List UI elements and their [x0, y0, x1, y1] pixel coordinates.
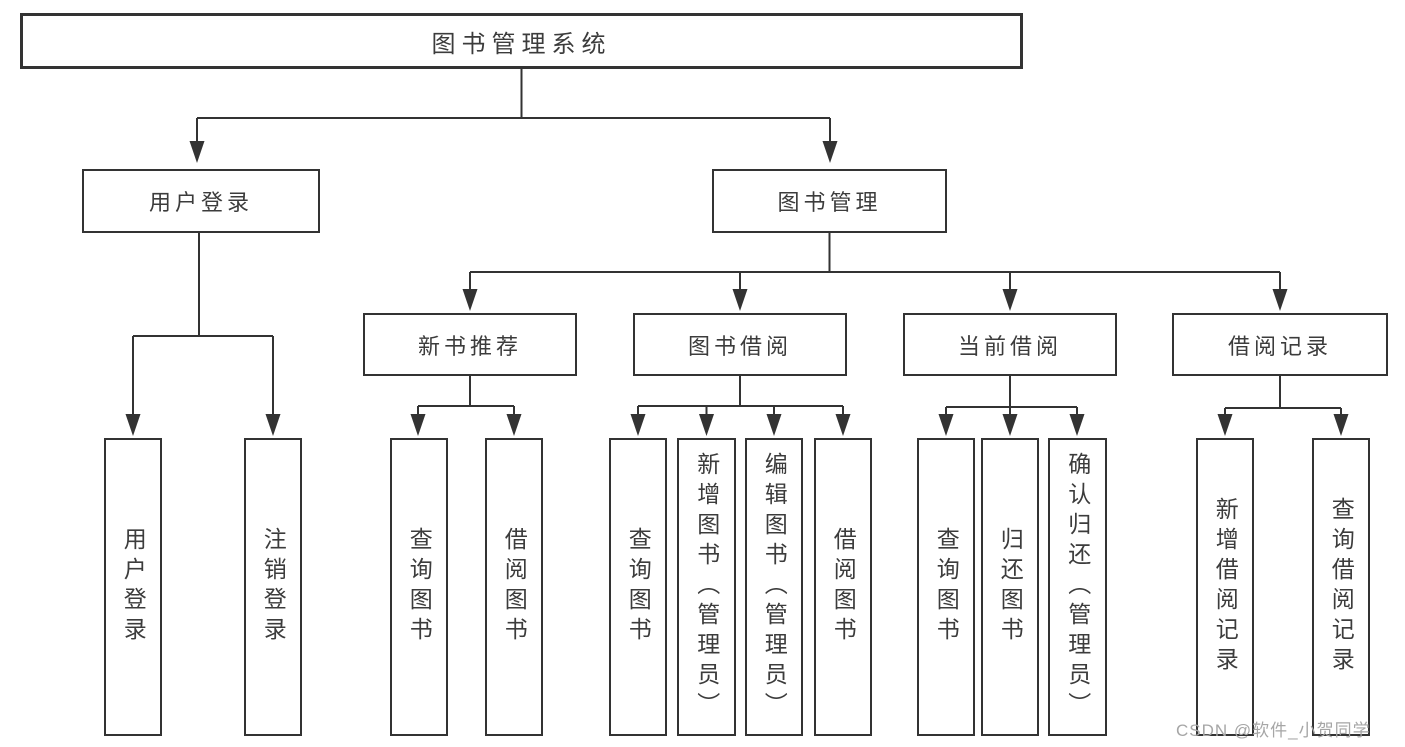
node-label: 归还图书	[997, 527, 1024, 647]
node-label: 借阅图书	[830, 527, 857, 647]
node-book-borrow: 图书借阅	[633, 313, 847, 376]
connector-user-login-to-leaves	[125, 233, 281, 436]
leaf-logout: 注销登录	[244, 438, 302, 736]
connector-root-to-level2	[189, 69, 838, 163]
arrowhead	[265, 414, 281, 436]
node-library-management-system: 图书管理系统	[20, 13, 1023, 69]
arrowhead	[766, 414, 782, 436]
arrowhead	[822, 141, 838, 163]
leaf-query-books-borrow: 查询图书	[609, 438, 667, 736]
connector-book-management-to-level3	[462, 233, 1288, 311]
arrowhead	[835, 414, 851, 436]
node-label: 新增图书（管理员）	[693, 452, 720, 722]
arrowhead	[462, 289, 478, 311]
csdn-watermark: CSDN @软件_小贺同学	[1176, 721, 1371, 740]
arrowhead	[630, 414, 646, 436]
node-label: 借阅记录	[1227, 333, 1332, 359]
leaf-edit-book-admin: 编辑图书（管理员）	[745, 438, 803, 736]
leaf-add-borrow-record: 新增借阅记录	[1196, 438, 1254, 736]
node-label: 注销登录	[260, 527, 287, 647]
leaf-add-book-admin: 新增图书（管理员）	[677, 438, 736, 736]
leaf-borrow-books-recommend: 借阅图书	[485, 438, 543, 736]
arrowhead	[938, 414, 954, 436]
arrowhead	[1002, 414, 1018, 436]
node-label: 借阅图书	[501, 527, 528, 647]
node-label: 图书管理	[777, 190, 882, 215]
node-current-borrow: 当前借阅	[903, 313, 1117, 376]
connector-current-borrow-to-leaves	[938, 376, 1085, 436]
node-label: 查询图书	[406, 527, 433, 647]
leaf-query-books-recommend: 查询图书	[390, 438, 448, 736]
arrowhead	[1069, 414, 1085, 436]
arrowhead	[1333, 414, 1349, 436]
node-label: 查询借阅记录	[1328, 497, 1355, 677]
node-label: 图书借阅	[687, 333, 792, 359]
arrowhead	[1002, 289, 1018, 311]
node-book-management: 图书管理	[712, 169, 947, 233]
node-label: 用户登录	[148, 190, 253, 215]
arrowhead	[699, 414, 714, 436]
arrowhead	[1272, 289, 1288, 311]
leaf-confirm-return-admin: 确认归还（管理员）	[1048, 438, 1107, 736]
node-label: 当前借阅	[957, 333, 1062, 359]
arrowhead	[189, 141, 205, 163]
leaf-query-borrow-record: 查询借阅记录	[1312, 438, 1370, 736]
node-label: 用户登录	[120, 527, 147, 647]
node-user-login: 用户登录	[82, 169, 320, 233]
node-new-book-recommend: 新书推荐	[363, 313, 577, 376]
node-label: 确认归还（管理员）	[1064, 452, 1091, 722]
arrowhead	[732, 289, 748, 311]
connector-borrow-records-to-leaves	[1217, 376, 1349, 436]
node-label: 新增借阅记录	[1212, 497, 1239, 677]
node-label: 图书管理系统	[431, 30, 612, 58]
leaf-return-books: 归还图书	[981, 438, 1039, 736]
node-label: 编辑图书（管理员）	[761, 452, 788, 722]
leaf-user-login: 用户登录	[104, 438, 162, 736]
node-label: 查询图书	[625, 527, 652, 647]
arrowhead	[410, 414, 426, 436]
leaf-query-books-current: 查询图书	[917, 438, 975, 736]
node-label: 查询图书	[933, 527, 960, 647]
arrowhead	[125, 414, 141, 436]
connector-book-borrow-to-leaves	[630, 376, 851, 436]
node-label: 新书推荐	[417, 333, 522, 359]
connector-new-book-recommend-to-leaves	[410, 376, 522, 436]
arrowhead	[1217, 414, 1233, 436]
leaf-borrow-books: 借阅图书	[814, 438, 872, 736]
node-borrow-records: 借阅记录	[1172, 313, 1388, 376]
arrowhead	[506, 414, 522, 436]
